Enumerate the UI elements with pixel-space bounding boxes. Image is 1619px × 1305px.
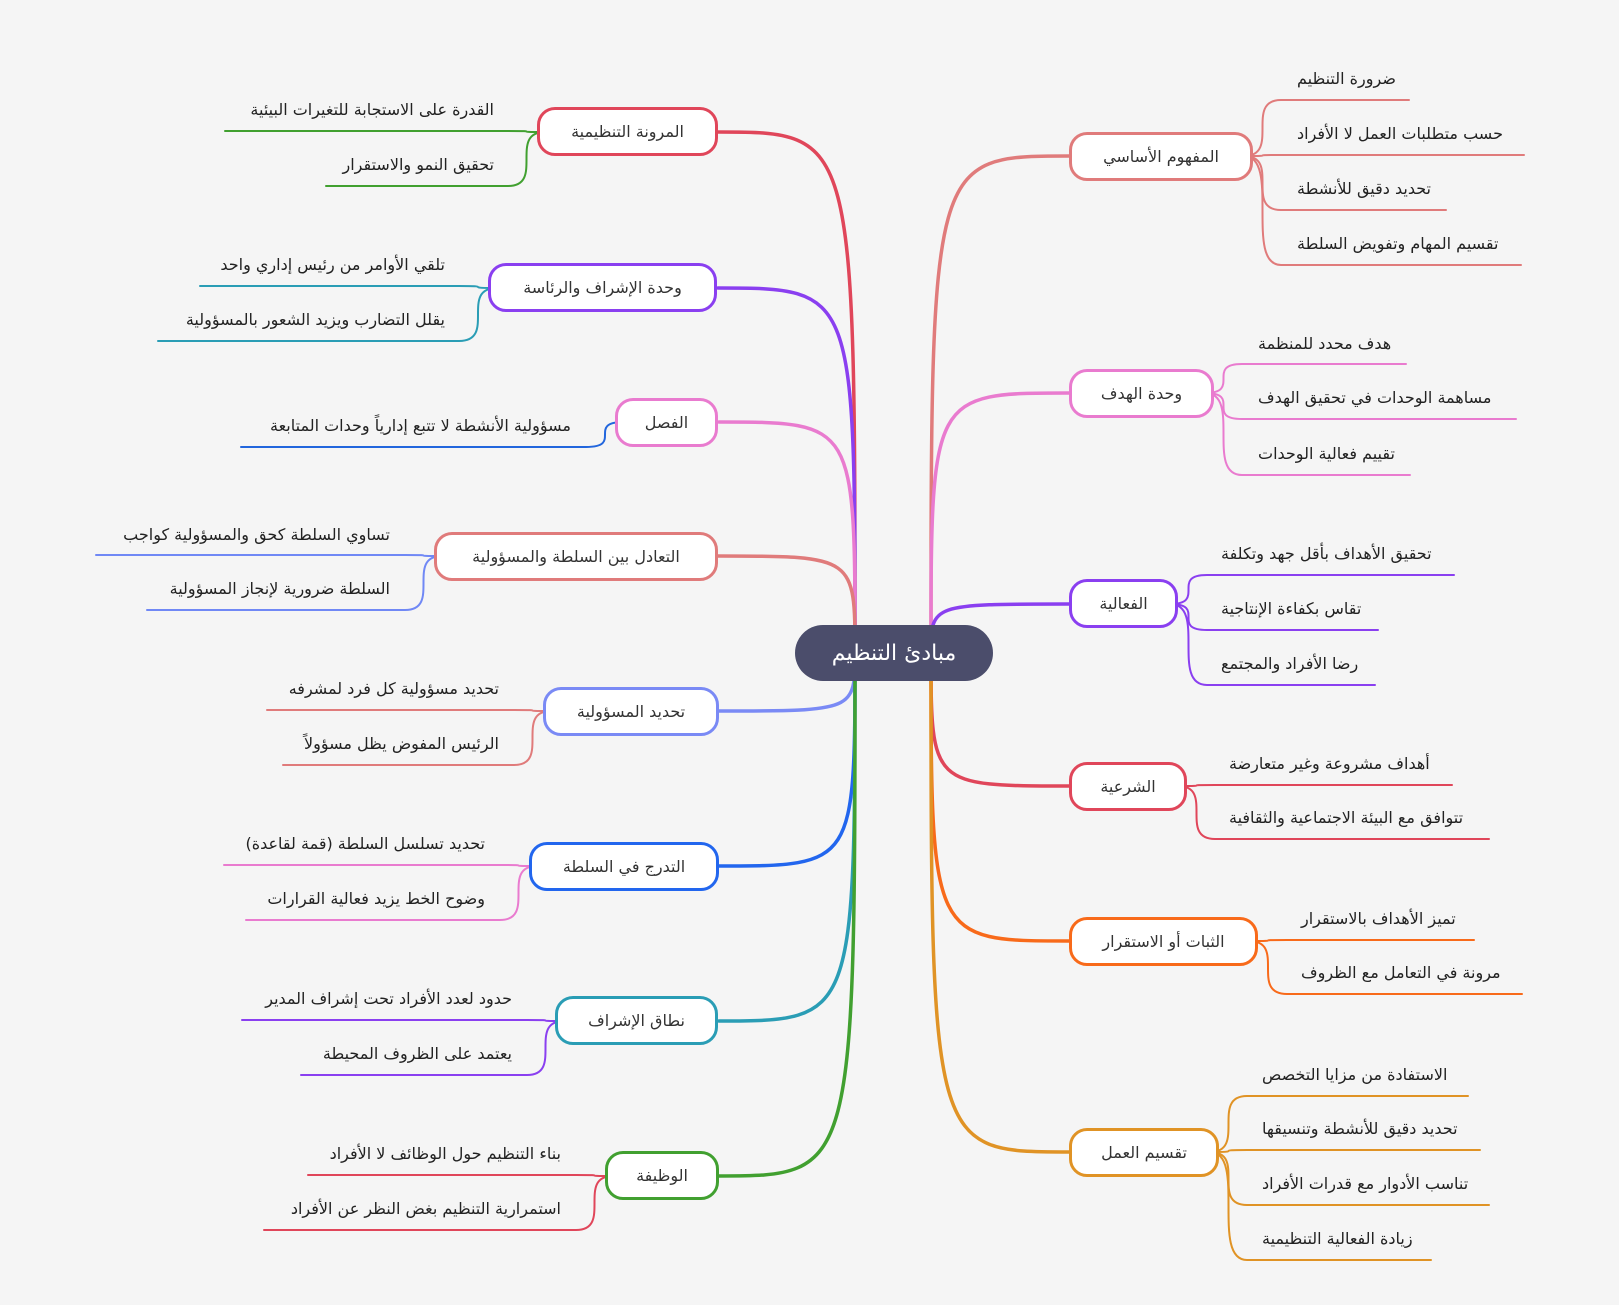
branch-span-of-control[interactable]: نطاق الإشراف bbox=[555, 996, 718, 1045]
connector-line bbox=[1248, 940, 1523, 995]
connector-line bbox=[240, 421, 625, 448]
leaf-topic[interactable]: تميز الأهداف بالاستقرار bbox=[1301, 909, 1456, 928]
connector-line bbox=[282, 710, 552, 766]
branch-function[interactable]: الوظيفة bbox=[605, 1151, 719, 1200]
connector-line bbox=[325, 131, 546, 187]
leaf-topic[interactable]: زيادة الفعالية التنظيمية bbox=[1262, 1229, 1413, 1248]
root-topic[interactable]: مبادئ التنظيم bbox=[795, 625, 993, 681]
leaf-topic[interactable]: استمرارية التنظيم بغض النظر عن الأفراد bbox=[290, 1199, 561, 1218]
branch-scalar-chain[interactable]: التدرج في السلطة bbox=[529, 842, 719, 891]
connector-line bbox=[717, 651, 857, 868]
branch-division-of-work[interactable]: تقسيم العمل bbox=[1069, 1128, 1219, 1177]
leaf-topic[interactable]: تقاس بكفاءة الإنتاجية bbox=[1221, 599, 1362, 618]
leaf-topic[interactable]: تقييم فعالية الوحدات bbox=[1258, 444, 1395, 463]
leaf-topic[interactable]: السلطة ضرورية لإنجاز المسؤولية bbox=[169, 579, 390, 598]
connector-line bbox=[1169, 603, 1376, 686]
leaf-topic[interactable]: رضا الأفراد والمجتمع bbox=[1221, 654, 1359, 673]
connector-line bbox=[241, 1019, 565, 1022]
leaf-topic[interactable]: الاستفادة من مزايا التخصص bbox=[1262, 1065, 1448, 1084]
branch-unity-of-objective[interactable]: وحدة الهدف bbox=[1069, 369, 1214, 418]
connector-line bbox=[717, 651, 857, 1178]
connector-line bbox=[223, 864, 538, 867]
leaf-topic[interactable]: مسؤولية الأنشطة لا تتبع إدارياً وحدات ال… bbox=[270, 416, 571, 435]
connector-line bbox=[716, 130, 857, 655]
branch-basic-concept[interactable]: المفهوم الأساسي bbox=[1069, 132, 1253, 181]
branch-authority-responsibility-balance[interactable]: التعادل بين السلطة والمسؤولية bbox=[434, 532, 718, 581]
connector-line bbox=[929, 651, 1071, 943]
connector-line bbox=[263, 1175, 614, 1231]
leaf-topic[interactable]: تناسب الأدوار مع قدرات الأفراد bbox=[1262, 1174, 1469, 1193]
connector-line bbox=[1209, 1151, 1432, 1261]
leaf-topic[interactable]: أهداف مشروعة وغير متعارضة bbox=[1229, 754, 1430, 773]
leaf-topic[interactable]: بناء التنظيم حول الوظائف لا الأفراد bbox=[329, 1144, 561, 1163]
connector-line bbox=[716, 286, 857, 655]
leaf-topic[interactable]: تحديد دقيق للأنشطة bbox=[1297, 179, 1431, 198]
leaf-topic[interactable]: يعتمد على الظروف المحيطة bbox=[322, 1044, 512, 1063]
leaf-topic[interactable]: تقسيم المهام وتفويض السلطة bbox=[1297, 234, 1499, 253]
leaf-topic[interactable]: هدف محدد للمنظمة bbox=[1258, 334, 1392, 353]
connector-line bbox=[300, 1020, 565, 1076]
leaf-topic[interactable]: تحقيق النمو والاستقرار bbox=[342, 155, 494, 174]
connector-line bbox=[199, 285, 498, 289]
connector-line bbox=[717, 651, 857, 1023]
connector-line bbox=[1209, 1149, 1481, 1153]
leaf-topic[interactable]: تحديد دقيق للأنشطة وتنسيقها bbox=[1262, 1119, 1458, 1138]
connector-line bbox=[1177, 784, 1453, 787]
connector-line bbox=[929, 154, 1071, 655]
connector-line bbox=[929, 391, 1071, 655]
leaf-topic[interactable]: الرئيس المفوض يظل مسؤولاً bbox=[303, 734, 499, 753]
branch-legitimacy[interactable]: الشرعية bbox=[1069, 762, 1187, 811]
branch-organizational-flexibility[interactable]: المرونة التنظيمية bbox=[537, 107, 718, 156]
connector-line bbox=[1243, 154, 1525, 157]
leaf-topic[interactable]: حدود لعدد الأفراد تحت إشراف المدير bbox=[265, 989, 512, 1008]
leaf-topic[interactable]: تلقي الأوامر من رئيس إداري واحد bbox=[220, 255, 445, 274]
leaf-topic[interactable]: حسب متطلبات العمل لا الأفراد bbox=[1297, 124, 1503, 143]
leaf-topic[interactable]: تحقيق الأهداف بأقل جهد وتكلفة bbox=[1221, 544, 1432, 563]
connector-line bbox=[1204, 392, 1411, 476]
leaf-topic[interactable]: يقلل التضارب ويزيد الشعور بالمسؤولية bbox=[185, 310, 445, 329]
connector-line bbox=[157, 287, 498, 342]
leaf-topic[interactable]: القدرة على الاستجابة للتغيرات البيئية bbox=[250, 100, 494, 119]
connector-line bbox=[1177, 785, 1490, 840]
connector-line bbox=[1204, 392, 1517, 420]
leaf-topic[interactable]: تساوي السلطة كحق والمسؤولية كواجب bbox=[123, 525, 390, 544]
connector-line bbox=[95, 554, 443, 557]
connector-line bbox=[1169, 603, 1379, 631]
leaf-topic[interactable]: تحديد مسؤولية كل فرد لمشرفه bbox=[288, 679, 499, 698]
connector-line bbox=[929, 651, 1071, 1154]
branch-effectiveness[interactable]: الفعالية bbox=[1069, 579, 1178, 628]
connector-line bbox=[1209, 1095, 1469, 1153]
connector-line bbox=[716, 554, 857, 655]
connector-line bbox=[717, 420, 857, 655]
connector-line bbox=[1248, 939, 1475, 942]
leaf-topic[interactable]: ضرورة التنظيم bbox=[1297, 69, 1396, 88]
connector-line bbox=[307, 1174, 614, 1177]
branch-defining-responsibility[interactable]: تحديد المسؤولية bbox=[543, 687, 719, 736]
leaf-topic[interactable]: مساهمة الوحدات في تحقيق الهدف bbox=[1258, 388, 1492, 407]
connector-line bbox=[1243, 155, 1522, 266]
leaf-topic[interactable]: مرونة في التعامل مع الظروف bbox=[1301, 963, 1501, 982]
leaf-topic[interactable]: وضوح الخط يزيد فعالية القرارات bbox=[267, 889, 485, 908]
leaf-topic[interactable]: تتوافق مع البيئة الاجتماعية والثقافية bbox=[1229, 808, 1464, 827]
connector-line bbox=[1169, 574, 1455, 605]
connector-line bbox=[224, 130, 546, 133]
connector-line bbox=[146, 555, 443, 611]
connector-line bbox=[245, 865, 538, 921]
branch-stability[interactable]: الثبات أو الاستقرار bbox=[1069, 917, 1258, 966]
branch-unity-of-command[interactable]: وحدة الإشراف والرئاسة bbox=[488, 263, 717, 312]
connector-line bbox=[1204, 363, 1407, 394]
connector-line bbox=[1243, 99, 1410, 157]
connector-line bbox=[266, 709, 552, 712]
branch-separation[interactable]: الفصل bbox=[615, 398, 718, 447]
leaf-topic[interactable]: تحديد تسلسل السلطة (قمة لقاعدة) bbox=[245, 834, 485, 853]
